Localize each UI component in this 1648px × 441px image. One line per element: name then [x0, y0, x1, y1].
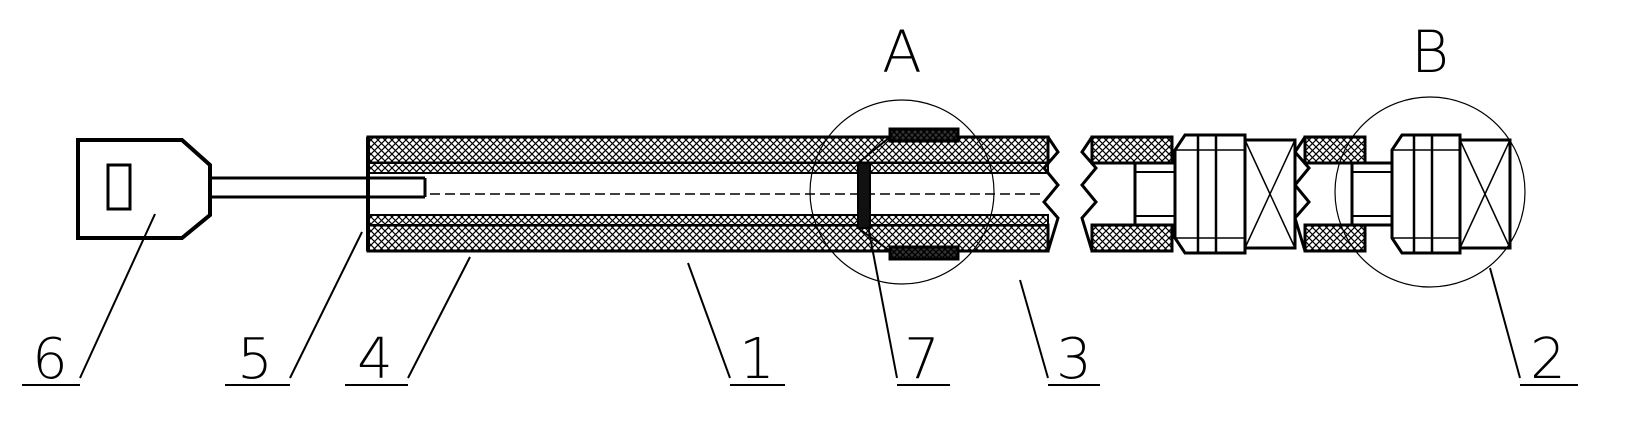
part-label-7: 7 [904, 327, 940, 392]
handle-tag [76, 138, 212, 240]
handle-rod [210, 176, 427, 199]
part-label-3: 3 [1056, 327, 1092, 392]
joint-sleeve [857, 127, 960, 261]
detail-label-a: A [882, 18, 922, 86]
part-label-2: 2 [1530, 327, 1566, 392]
part-label-5: 5 [237, 327, 273, 392]
part-label-1: 1 [739, 327, 775, 392]
middle-segment [1090, 133, 1297, 255]
detail-circle-a [809, 99, 995, 285]
detail-label-b: B [1411, 18, 1449, 86]
part-label-6: 6 [32, 327, 68, 392]
leader-lines [79, 213, 1521, 379]
main-tube [366, 135, 1050, 253]
end-fitting [1303, 133, 1512, 255]
detail-circle-b [1334, 96, 1526, 288]
part-label-4: 4 [357, 327, 393, 392]
